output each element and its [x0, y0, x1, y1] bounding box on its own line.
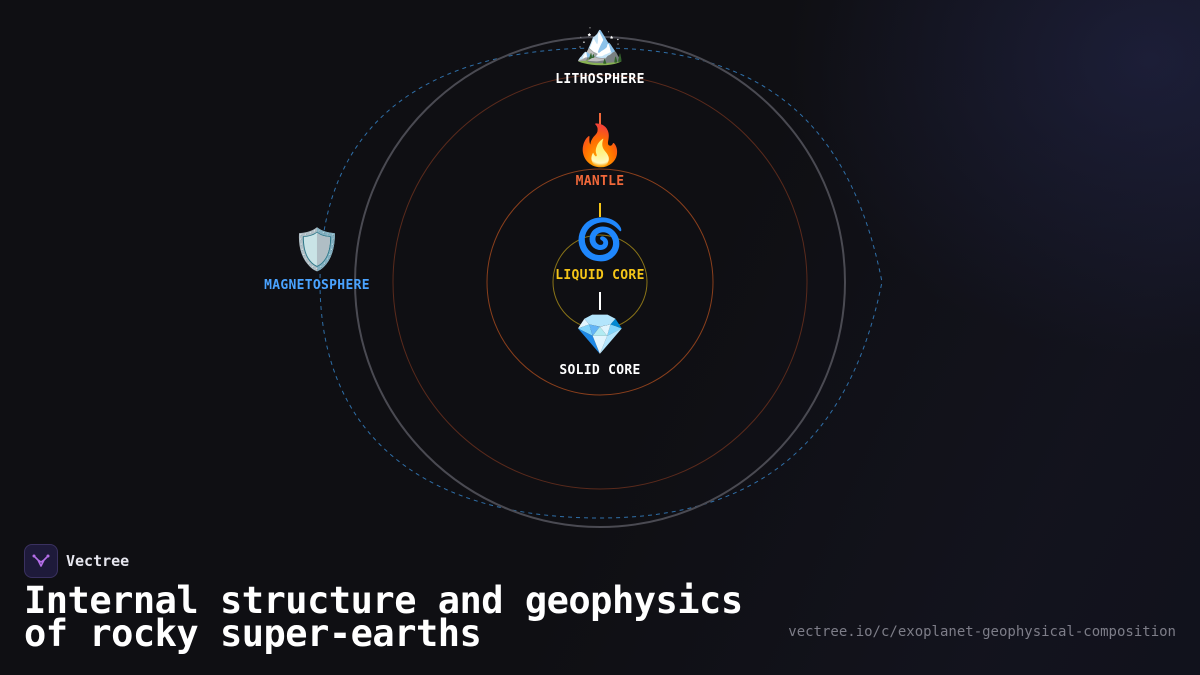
mountain-icon: 🏔️	[575, 21, 625, 67]
lithosphere-label: LITHOSPHERE	[555, 72, 645, 87]
magnetic-field-ring	[319, 47, 883, 519]
inner-core-ring	[552, 234, 648, 330]
brand: Vectree	[24, 544, 129, 578]
mantle-label: MANTLE	[575, 174, 625, 189]
node-solid-core: 💎 SOLID CORE	[500, 311, 700, 378]
gem-icon: 💎	[575, 312, 625, 358]
node-magnetosphere: 🛡️ MAGNETOSPHERE	[217, 226, 417, 293]
node-lithosphere: 🏔️ LITHOSPHERE	[500, 20, 700, 87]
liquid-core-label: LIQUID CORE	[555, 268, 645, 283]
brand-name: Vectree	[66, 552, 130, 570]
node-mantle: 🔥 MANTLE	[500, 122, 700, 189]
page-title: Internal structure and geophysics of roc…	[24, 579, 743, 655]
vectree-logo-icon	[24, 544, 58, 578]
source-url[interactable]: vectree.io/c/exoplanet-geophysical-compo…	[788, 624, 1176, 640]
node-liquid-core: 🌀 LIQUID CORE	[500, 216, 700, 283]
planet-outer-ring	[354, 36, 846, 528]
cyclone-icon: 🌀	[575, 217, 625, 263]
mantle-ring	[392, 74, 808, 490]
fire-icon: 🔥	[575, 123, 625, 169]
magnetosphere-label: MAGNETOSPHERE	[264, 278, 370, 293]
shield-icon: 🛡️	[292, 227, 342, 273]
outer-core-ring	[486, 168, 714, 396]
solid-core-label: SOLID CORE	[559, 363, 641, 378]
